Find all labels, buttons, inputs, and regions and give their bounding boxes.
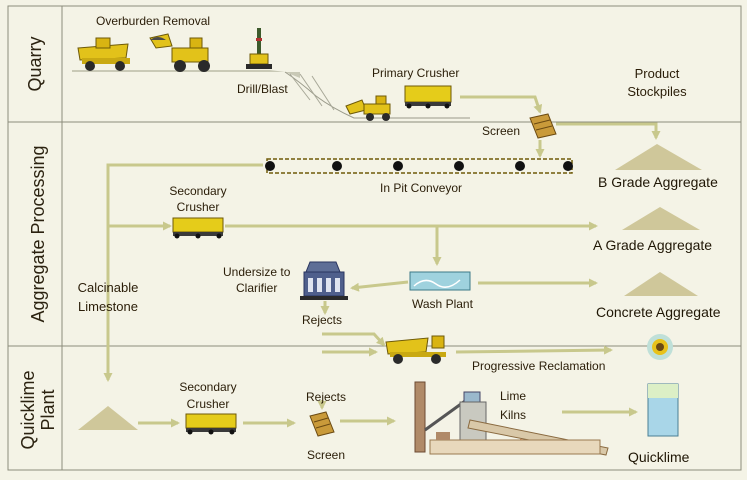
label-concrete-aggregate: Concrete Aggregate <box>596 304 721 320</box>
secondary-crusher-plant-icon <box>185 413 237 435</box>
label-progressive-reclamation: Progressive Reclamation <box>472 359 605 373</box>
haul-truck-icon <box>77 37 130 71</box>
quicklime-silo-icon <box>647 383 679 437</box>
stockpile-a-grade-icon <box>622 207 700 230</box>
label-product-stockpiles-line2: Stockpiles <box>627 84 687 99</box>
wash-plant-icon <box>409 271 471 291</box>
stockpile-concrete-icon <box>624 272 698 296</box>
label-a-grade-aggregate: A Grade Aggregate <box>593 237 712 253</box>
secondary-crusher-icon <box>172 217 224 239</box>
label-rejects-wash: Rejects <box>302 313 342 327</box>
band-label-quicklime-line1: Quicklime <box>18 370 38 449</box>
wheel-loader-icon <box>149 33 210 72</box>
label-wash-plant: Wash Plant <box>412 297 474 311</box>
label-b-grade-aggregate: B Grade Aggregate <box>598 174 718 190</box>
loader-in-pit-icon <box>345 95 391 121</box>
label-screen-plant: Screen <box>307 448 345 462</box>
clarifier-icon <box>300 261 348 300</box>
label-primary-crusher: Primary Crusher <box>372 66 459 80</box>
label-undersize-line2: Clarifier <box>236 281 277 295</box>
drill-rig-icon <box>246 28 272 69</box>
label-secondary-crusher-line1: Secondary <box>169 184 226 198</box>
label-lime-kilns-line2: Kilns <box>500 408 526 422</box>
label-secondary-crusher2-line2: Crusher <box>187 397 230 411</box>
sunflower-icon <box>647 334 673 360</box>
label-drill-blast: Drill/Blast <box>237 82 288 96</box>
ground-strip <box>72 70 470 119</box>
screen-plant-icon <box>309 411 335 437</box>
label-rejects-plant: Rejects <box>306 390 346 404</box>
limestone-pile-icon <box>78 406 138 430</box>
label-undersize-line1: Undersize to <box>223 265 291 279</box>
band-label-quicklime-line2: Plant <box>38 389 58 430</box>
label-calcinable-line1: Calcinable <box>78 280 139 295</box>
label-secondary-crusher2-line1: Secondary <box>179 380 236 394</box>
label-in-pit-conveyor: In Pit Conveyor <box>380 181 462 195</box>
flow-arrows <box>103 95 661 428</box>
band-frames <box>7 5 742 471</box>
label-lime-kilns-line1: Lime <box>500 389 526 403</box>
reclamation-truck-icon <box>385 335 446 364</box>
in-pit-conveyor-icon <box>265 158 573 174</box>
primary-crusher-icon <box>404 85 452 109</box>
label-overburden-removal: Overburden Removal <box>96 14 210 28</box>
band-label-aggregate-processing: Aggregate Processing <box>28 145 48 322</box>
label-quicklime: Quicklime <box>628 449 690 465</box>
label-screen-quarry: Screen <box>482 124 520 138</box>
label-secondary-crusher-line2: Crusher <box>177 200 220 214</box>
screen-quarry-icon <box>529 113 557 139</box>
lime-kilns-icon <box>414 381 609 456</box>
band-label-quarry: Quarry <box>25 36 45 91</box>
label-product-stockpiles-line1: Product <box>635 66 680 81</box>
stockpile-b-grade-icon <box>615 144 702 170</box>
label-calcinable-line2: Limestone <box>78 299 138 314</box>
